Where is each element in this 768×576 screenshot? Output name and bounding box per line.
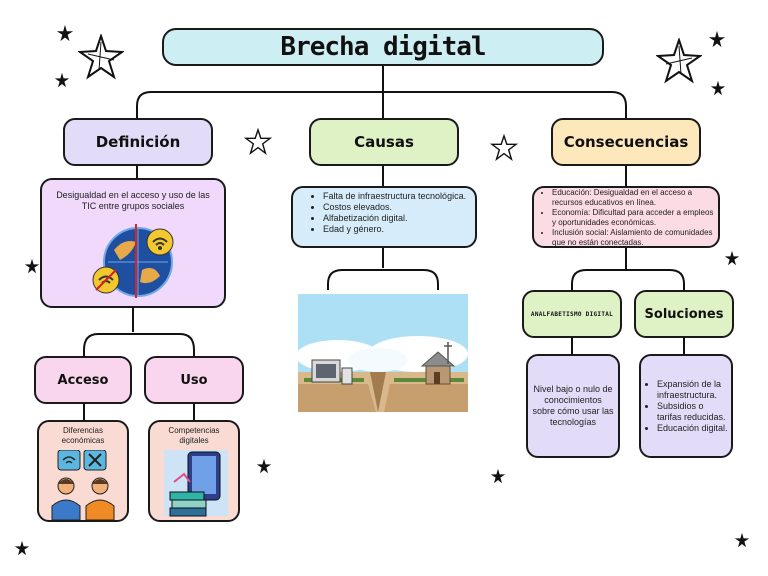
consecuencia-item: Inclusión social: Aislamiento de comunid… bbox=[552, 228, 718, 248]
star-icon bbox=[490, 134, 518, 162]
solucion-item: Expansión de la infraestructura. bbox=[657, 379, 729, 401]
consecuencia-item: Economía: Dificultad para acceder a empl… bbox=[552, 208, 718, 228]
analfabetismo-body: Nivel bajo o nulo de conocimientos sobre… bbox=[526, 354, 620, 458]
solucion-item: Educación digital. bbox=[657, 423, 729, 434]
page-title: Brecha digital bbox=[162, 28, 604, 66]
star-icon bbox=[490, 468, 506, 484]
acceso-body: Diferencias económicas bbox=[37, 420, 129, 522]
star-icon bbox=[244, 128, 272, 156]
uso-text: Competencias digitales bbox=[168, 426, 220, 445]
star-icon bbox=[710, 80, 726, 96]
consecuencia-item: Educación: Desigualdad en el acceso a re… bbox=[552, 188, 718, 208]
acceso-header: Acceso bbox=[34, 356, 132, 404]
uso-body: Competencias digitales bbox=[148, 420, 240, 522]
star-icon bbox=[708, 30, 726, 48]
star-icon bbox=[724, 250, 740, 266]
uso-label: Uso bbox=[180, 372, 208, 388]
globe-wifi-icon bbox=[92, 224, 174, 298]
acceso-text: Diferencias económicas bbox=[61, 426, 105, 445]
causas-header: Causas bbox=[309, 118, 459, 166]
soluciones-body: Expansión de la infraestructura. Subsidi… bbox=[639, 354, 733, 458]
star-icon bbox=[14, 540, 30, 556]
star-icon bbox=[656, 38, 702, 84]
star-icon bbox=[78, 34, 124, 80]
causa-item: Alfabetización digital. bbox=[323, 213, 475, 224]
causas-body: Falta de infraestructura tecnológica. Co… bbox=[291, 186, 477, 248]
solucion-item: Subsidios o tarifas reducidas. bbox=[657, 401, 729, 423]
analfabetismo-label: ANALFABETISMO DIGITAL bbox=[530, 310, 614, 318]
definicion-label: Definición bbox=[95, 133, 181, 151]
soluciones-label: Soluciones bbox=[644, 306, 724, 322]
definicion-text: Desigualdad en el acceso y uso de las TI… bbox=[56, 190, 210, 211]
analfabetismo-header: ANALFABETISMO DIGITAL bbox=[522, 290, 622, 338]
star-icon bbox=[24, 258, 40, 274]
star-icon bbox=[734, 532, 750, 548]
causas-label: Causas bbox=[354, 133, 414, 151]
consecuencias-header: Consecuencias bbox=[551, 118, 701, 166]
causa-item: Edad y género. bbox=[323, 224, 475, 235]
causa-item: Falta de infraestructura tecnológica. bbox=[323, 191, 475, 202]
soluciones-header: Soluciones bbox=[634, 290, 734, 338]
star-icon bbox=[54, 72, 70, 88]
acceso-label: Acceso bbox=[57, 372, 109, 388]
people-no-wifi-icon bbox=[51, 450, 115, 520]
digital-divide-illustration bbox=[298, 294, 468, 412]
star-icon bbox=[256, 458, 272, 474]
star-icon bbox=[56, 24, 74, 42]
analfabetismo-text: Nivel bajo o nulo de conocimientos sobre… bbox=[532, 384, 614, 427]
causa-item: Costos elevados. bbox=[323, 202, 475, 213]
uso-header: Uso bbox=[144, 356, 244, 404]
definicion-body: Desigualdad en el acceso y uso de las TI… bbox=[40, 178, 226, 308]
consecuencias-body: Educación: Desigualdad en el acceso a re… bbox=[532, 186, 720, 248]
definicion-header: Definición bbox=[63, 118, 213, 166]
digital-skills-icon bbox=[164, 450, 228, 517]
consecuencias-label: Consecuencias bbox=[563, 133, 689, 151]
